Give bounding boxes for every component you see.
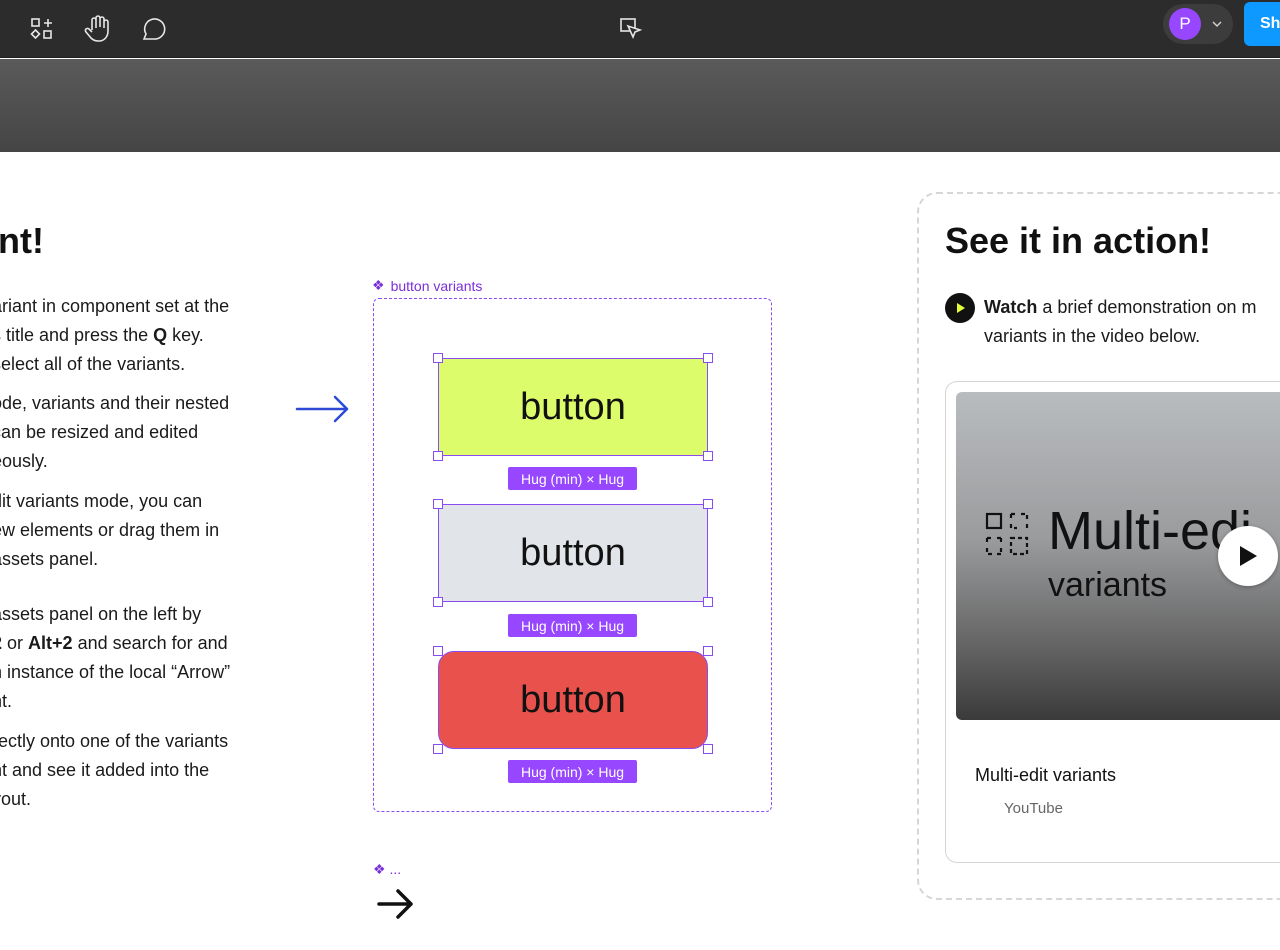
component-icon: ❖ xyxy=(372,277,385,293)
arrow-component-icon[interactable] xyxy=(376,886,416,927)
share-button[interactable]: Sh xyxy=(1244,2,1280,46)
right-section-title: See it in action! xyxy=(945,220,1212,261)
text-line: ht and see it added into the xyxy=(0,760,210,780)
text-line: assets panel. xyxy=(0,549,99,569)
chevron-down-icon xyxy=(1211,20,1223,28)
user-menu[interactable]: P xyxy=(1163,4,1233,44)
actions-icon[interactable] xyxy=(22,9,62,49)
text-line: yout. xyxy=(0,789,32,809)
instruction-paragraph-3: dit variants mode, you can ew elements o… xyxy=(0,487,282,574)
arrow-component-label[interactable]: ❖ ... xyxy=(373,861,402,877)
resize-handle[interactable] xyxy=(433,451,443,461)
text-line: dit variants mode, you can xyxy=(0,491,203,511)
text-line: ode, variants and their nested xyxy=(0,393,230,413)
text-line: 2 or Alt+2 and search for and xyxy=(0,633,228,653)
video-embed-card[interactable]: Multi-edi variants Multi-edit variants Y… xyxy=(945,381,1280,863)
size-badge: Hug (min) × Hug xyxy=(508,614,637,637)
variant-button-primary[interactable]: button xyxy=(433,353,713,461)
variants-grid-icon xyxy=(985,512,1029,561)
arrow-right-icon xyxy=(295,394,351,429)
present-cursor-icon[interactable] xyxy=(611,9,651,49)
canvas-top-band xyxy=(0,59,1280,152)
size-badge: Hug (min) × Hug xyxy=(508,467,637,490)
resize-handle[interactable] xyxy=(703,744,713,754)
resize-handle[interactable] xyxy=(433,499,443,509)
text-line: n instance of the local “Arrow” xyxy=(0,662,231,682)
resize-handle[interactable] xyxy=(433,597,443,607)
component-set-label[interactable]: ❖ button variants xyxy=(372,277,483,294)
component-set-frame[interactable] xyxy=(373,298,772,812)
top-toolbar: P Sh xyxy=(0,0,1280,58)
text-line: nt. xyxy=(0,691,13,711)
resize-handle[interactable] xyxy=(703,451,713,461)
resize-handle[interactable] xyxy=(703,499,713,509)
play-button[interactable] xyxy=(1218,526,1278,586)
comment-icon[interactable] xyxy=(134,9,174,49)
video-title[interactable]: Multi-edit variants xyxy=(975,765,1117,785)
video-thumbnail-subtitle: variants xyxy=(1048,566,1168,604)
video-source: YouTube xyxy=(1004,800,1063,817)
component-icon: ❖ xyxy=(373,861,386,877)
text-line: assets panel on the left by xyxy=(0,604,202,624)
instruction-paragraph-5: rectly onto one of the variants ht and s… xyxy=(0,727,282,814)
resize-handle[interactable] xyxy=(703,646,713,656)
see-in-action-card xyxy=(917,192,1280,900)
resize-handle[interactable] xyxy=(433,353,443,363)
text-line: select all of the variants. xyxy=(0,354,186,374)
resize-handle[interactable] xyxy=(703,597,713,607)
hand-tool-icon[interactable] xyxy=(78,9,118,49)
text-line: ariant in component set at the xyxy=(0,296,230,316)
instruction-paragraph-2: ode, variants and their nested can be re… xyxy=(0,389,282,476)
play-icon xyxy=(945,293,975,323)
resize-handle[interactable] xyxy=(433,744,443,754)
left-section-title: nt! xyxy=(0,220,44,261)
resize-handle[interactable] xyxy=(433,646,443,656)
avatar[interactable]: P xyxy=(1169,8,1201,40)
size-badge: Hug (min) × Hug xyxy=(508,760,637,783)
watch-description: Watch a brief demonstration on m variant… xyxy=(984,297,1257,346)
instruction-paragraph-1: ariant in component set at the s title a… xyxy=(0,292,282,379)
text-line: can be resized and edited xyxy=(0,422,199,442)
text-line: eously. xyxy=(0,451,48,471)
video-thumbnail[interactable]: Multi-edi variants xyxy=(956,392,1280,720)
text-line: rectly onto one of the variants xyxy=(0,731,229,751)
variant-button-secondary[interactable]: button xyxy=(433,499,713,607)
text-line: s title and press the Q key. xyxy=(0,325,204,345)
text-line: ew elements or drag them in xyxy=(0,520,220,540)
variant-button-danger[interactable]: button xyxy=(433,646,713,754)
instruction-paragraph-4: assets panel on the left by 2 or Alt+2 a… xyxy=(0,600,282,716)
resize-handle[interactable] xyxy=(703,353,713,363)
